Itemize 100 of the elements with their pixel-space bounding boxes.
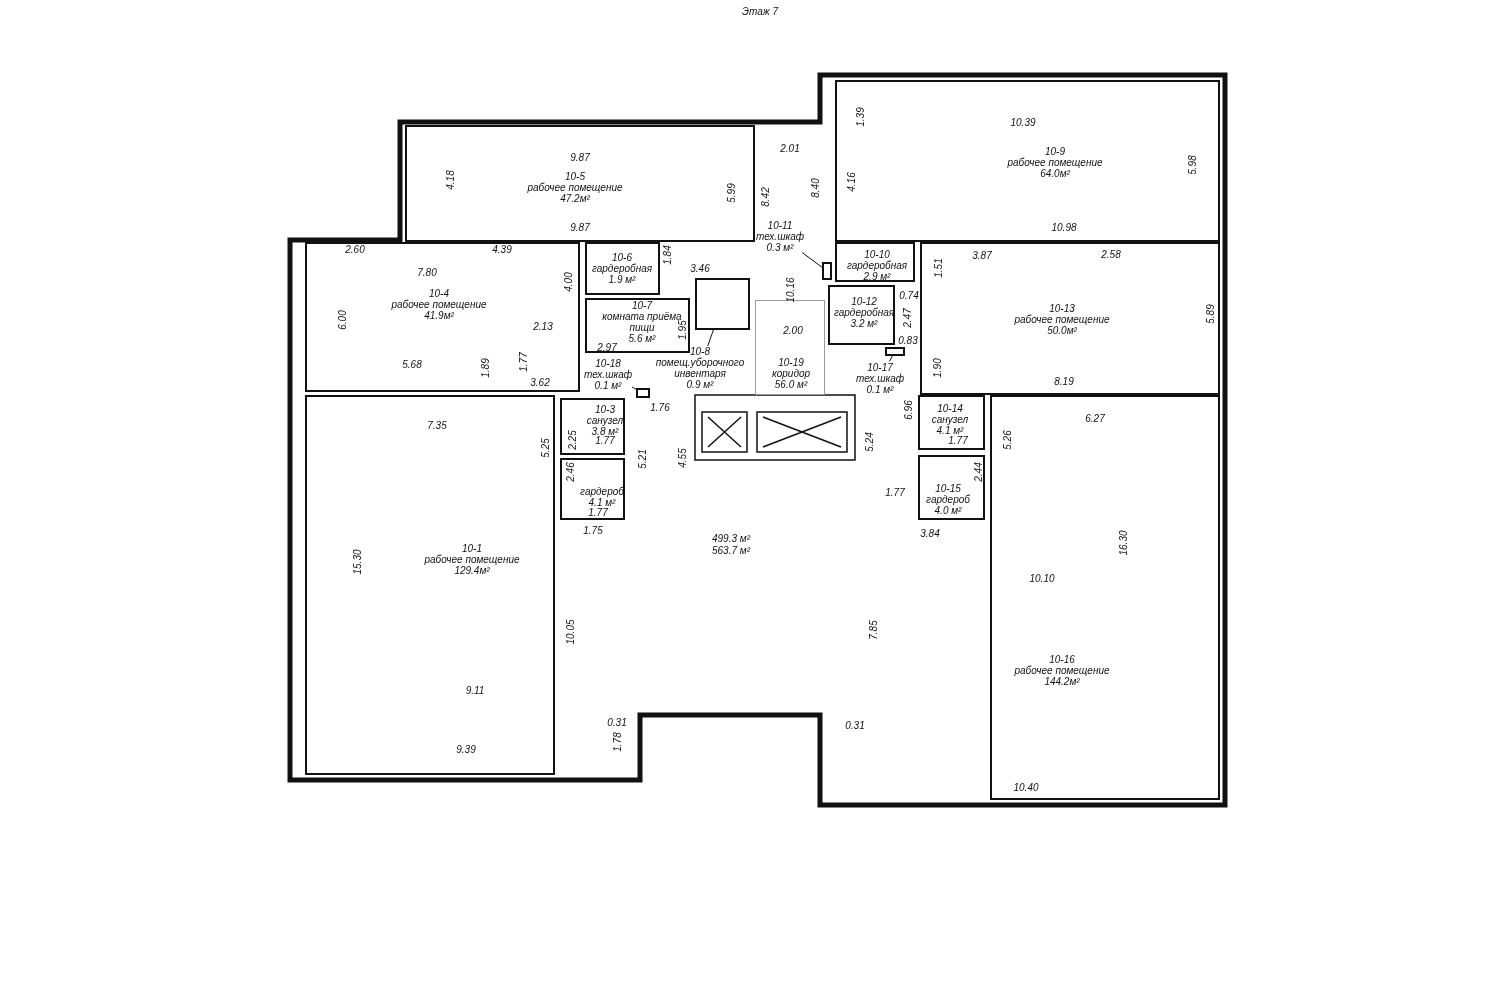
- room-number: 10-1: [462, 542, 483, 554]
- leader-line: [631, 386, 637, 390]
- dimension-label: 1.89: [479, 358, 491, 378]
- room-number: 10-6: [611, 251, 633, 263]
- room-number: 10-15: [934, 482, 962, 494]
- dimension-label: 3.87: [972, 249, 992, 261]
- room-area: 0.1 м²: [855, 383, 905, 395]
- room-outline: [585, 298, 690, 353]
- dimension-label: 1.77: [948, 434, 968, 446]
- room-name: тех.шкаф: [583, 368, 633, 380]
- dimension-label: 8.19: [1054, 375, 1074, 387]
- room-number: 10-3: [594, 403, 616, 415]
- room-name: гардеробная: [846, 259, 908, 271]
- dimension-label: 6.96: [902, 400, 914, 420]
- dimension-label: 7.35: [427, 419, 447, 431]
- dimension-label: 5.98: [1186, 155, 1198, 175]
- dimension-label: 2.44: [972, 462, 984, 482]
- dimension-label: 10.10: [1029, 572, 1055, 584]
- room-area: 1.9 м²: [591, 273, 653, 285]
- dimension-label: 1.84: [661, 245, 673, 265]
- dimension-label: 1.39: [854, 107, 866, 127]
- room-name: тех.шкаф: [755, 230, 805, 242]
- dimension-label: 1.78: [611, 732, 623, 752]
- room-outline: [405, 125, 755, 242]
- room-number: 10-16: [1048, 653, 1076, 665]
- dimension-label: 16.30: [1117, 530, 1129, 556]
- dimension-label: 4.55: [676, 448, 688, 468]
- dimension-label: 2.13: [533, 320, 553, 332]
- dimension-label: 1.77: [595, 434, 615, 446]
- leader-line: [801, 252, 823, 268]
- dimension-label: 2.46: [564, 462, 576, 482]
- room-outline: [560, 398, 625, 455]
- room-number: 10-11: [766, 219, 794, 231]
- room-name: рабочее помещение: [1007, 156, 1103, 168]
- dimension-label: 7.80: [417, 266, 437, 278]
- room-area: 50.0м²: [1014, 324, 1110, 336]
- room-name: санузел: [931, 413, 969, 425]
- area-label: 563.7 м²: [712, 544, 750, 556]
- dimension-label: 5.99: [725, 183, 737, 203]
- room-number: 10-19: [777, 356, 805, 368]
- dimension-label: 4.00: [562, 272, 574, 292]
- room-area: 4.1 м²: [931, 424, 969, 436]
- leader-line: [888, 355, 893, 362]
- room-area: 3.2 м²: [833, 317, 895, 329]
- dimension-label: 2.47: [901, 308, 913, 328]
- room-number: 10-17: [866, 361, 894, 373]
- room-outline: [835, 80, 1220, 242]
- room-number: 10-4: [429, 287, 450, 299]
- dimension-label: 1.76: [650, 401, 670, 413]
- dimension-label: 9.39: [456, 743, 476, 755]
- room-area: 0.1 м²: [583, 379, 633, 391]
- room-outline: [585, 242, 660, 295]
- cupboard-outline: [822, 262, 832, 280]
- room-area: 4.0 м²: [926, 504, 970, 516]
- dimension-label: 5.24: [863, 432, 875, 452]
- room-number: 10-5: [565, 170, 586, 182]
- dimension-label: 1.51: [932, 258, 944, 278]
- room-number: 10-10: [863, 248, 891, 260]
- dimension-label: 1.77: [517, 352, 529, 372]
- room-name: помещ.уборочного инвентаря: [655, 357, 745, 379]
- dimension-label: 1.77: [588, 506, 608, 518]
- dimension-label: 5.89: [1204, 304, 1216, 324]
- room-outline: [305, 242, 580, 392]
- leader-line: [707, 329, 714, 347]
- room-number: 10-13: [1048, 302, 1076, 314]
- room-area: 47.2м²: [527, 192, 623, 204]
- dimension-label: 3.46: [690, 262, 710, 274]
- room-area: 4.1 м²: [580, 497, 624, 508]
- dimension-label: 7.85: [867, 620, 879, 640]
- room-name: гардероб: [580, 486, 624, 497]
- room-outline: [560, 458, 625, 520]
- room-number: 10-8: [689, 346, 711, 357]
- room-name: тех.шкаф: [855, 372, 905, 384]
- room-outline: [990, 395, 1220, 800]
- room-outline: [835, 242, 915, 282]
- room-outline: [918, 455, 985, 520]
- dimension-label: 0.31: [845, 719, 865, 731]
- dimension-label: 9.87: [570, 221, 590, 233]
- dimension-label: 6.00: [336, 310, 348, 330]
- corridor-outline: [755, 300, 825, 395]
- dimension-label: 0.83: [898, 334, 918, 346]
- dimension-label: 5.21: [636, 449, 648, 469]
- dimension-label: 0.31: [607, 716, 627, 728]
- dimension-label: 4.39: [492, 243, 512, 255]
- room-area: 0.9 м²: [655, 379, 745, 390]
- room-area: 144.2м²: [1014, 675, 1110, 687]
- dimension-label: 5.68: [402, 358, 422, 370]
- room-name: гардероб: [926, 493, 970, 505]
- dimension-label: 2.25: [566, 430, 578, 450]
- cupboard-outline: [885, 347, 905, 356]
- room-name: рабочее помещение: [391, 298, 487, 310]
- dimension-label: 2.60: [345, 243, 365, 255]
- dimension-label: 0.74: [899, 289, 919, 301]
- dimension-label: 9.87: [570, 151, 590, 163]
- room-area: 129.4м²: [424, 564, 520, 576]
- room-number: 10-18: [594, 357, 622, 369]
- dimension-label: 8.40: [809, 178, 821, 198]
- cupboard-outline: [695, 278, 750, 330]
- dimension-label: 1.77: [885, 486, 905, 498]
- room-number: 10-9: [1045, 145, 1066, 157]
